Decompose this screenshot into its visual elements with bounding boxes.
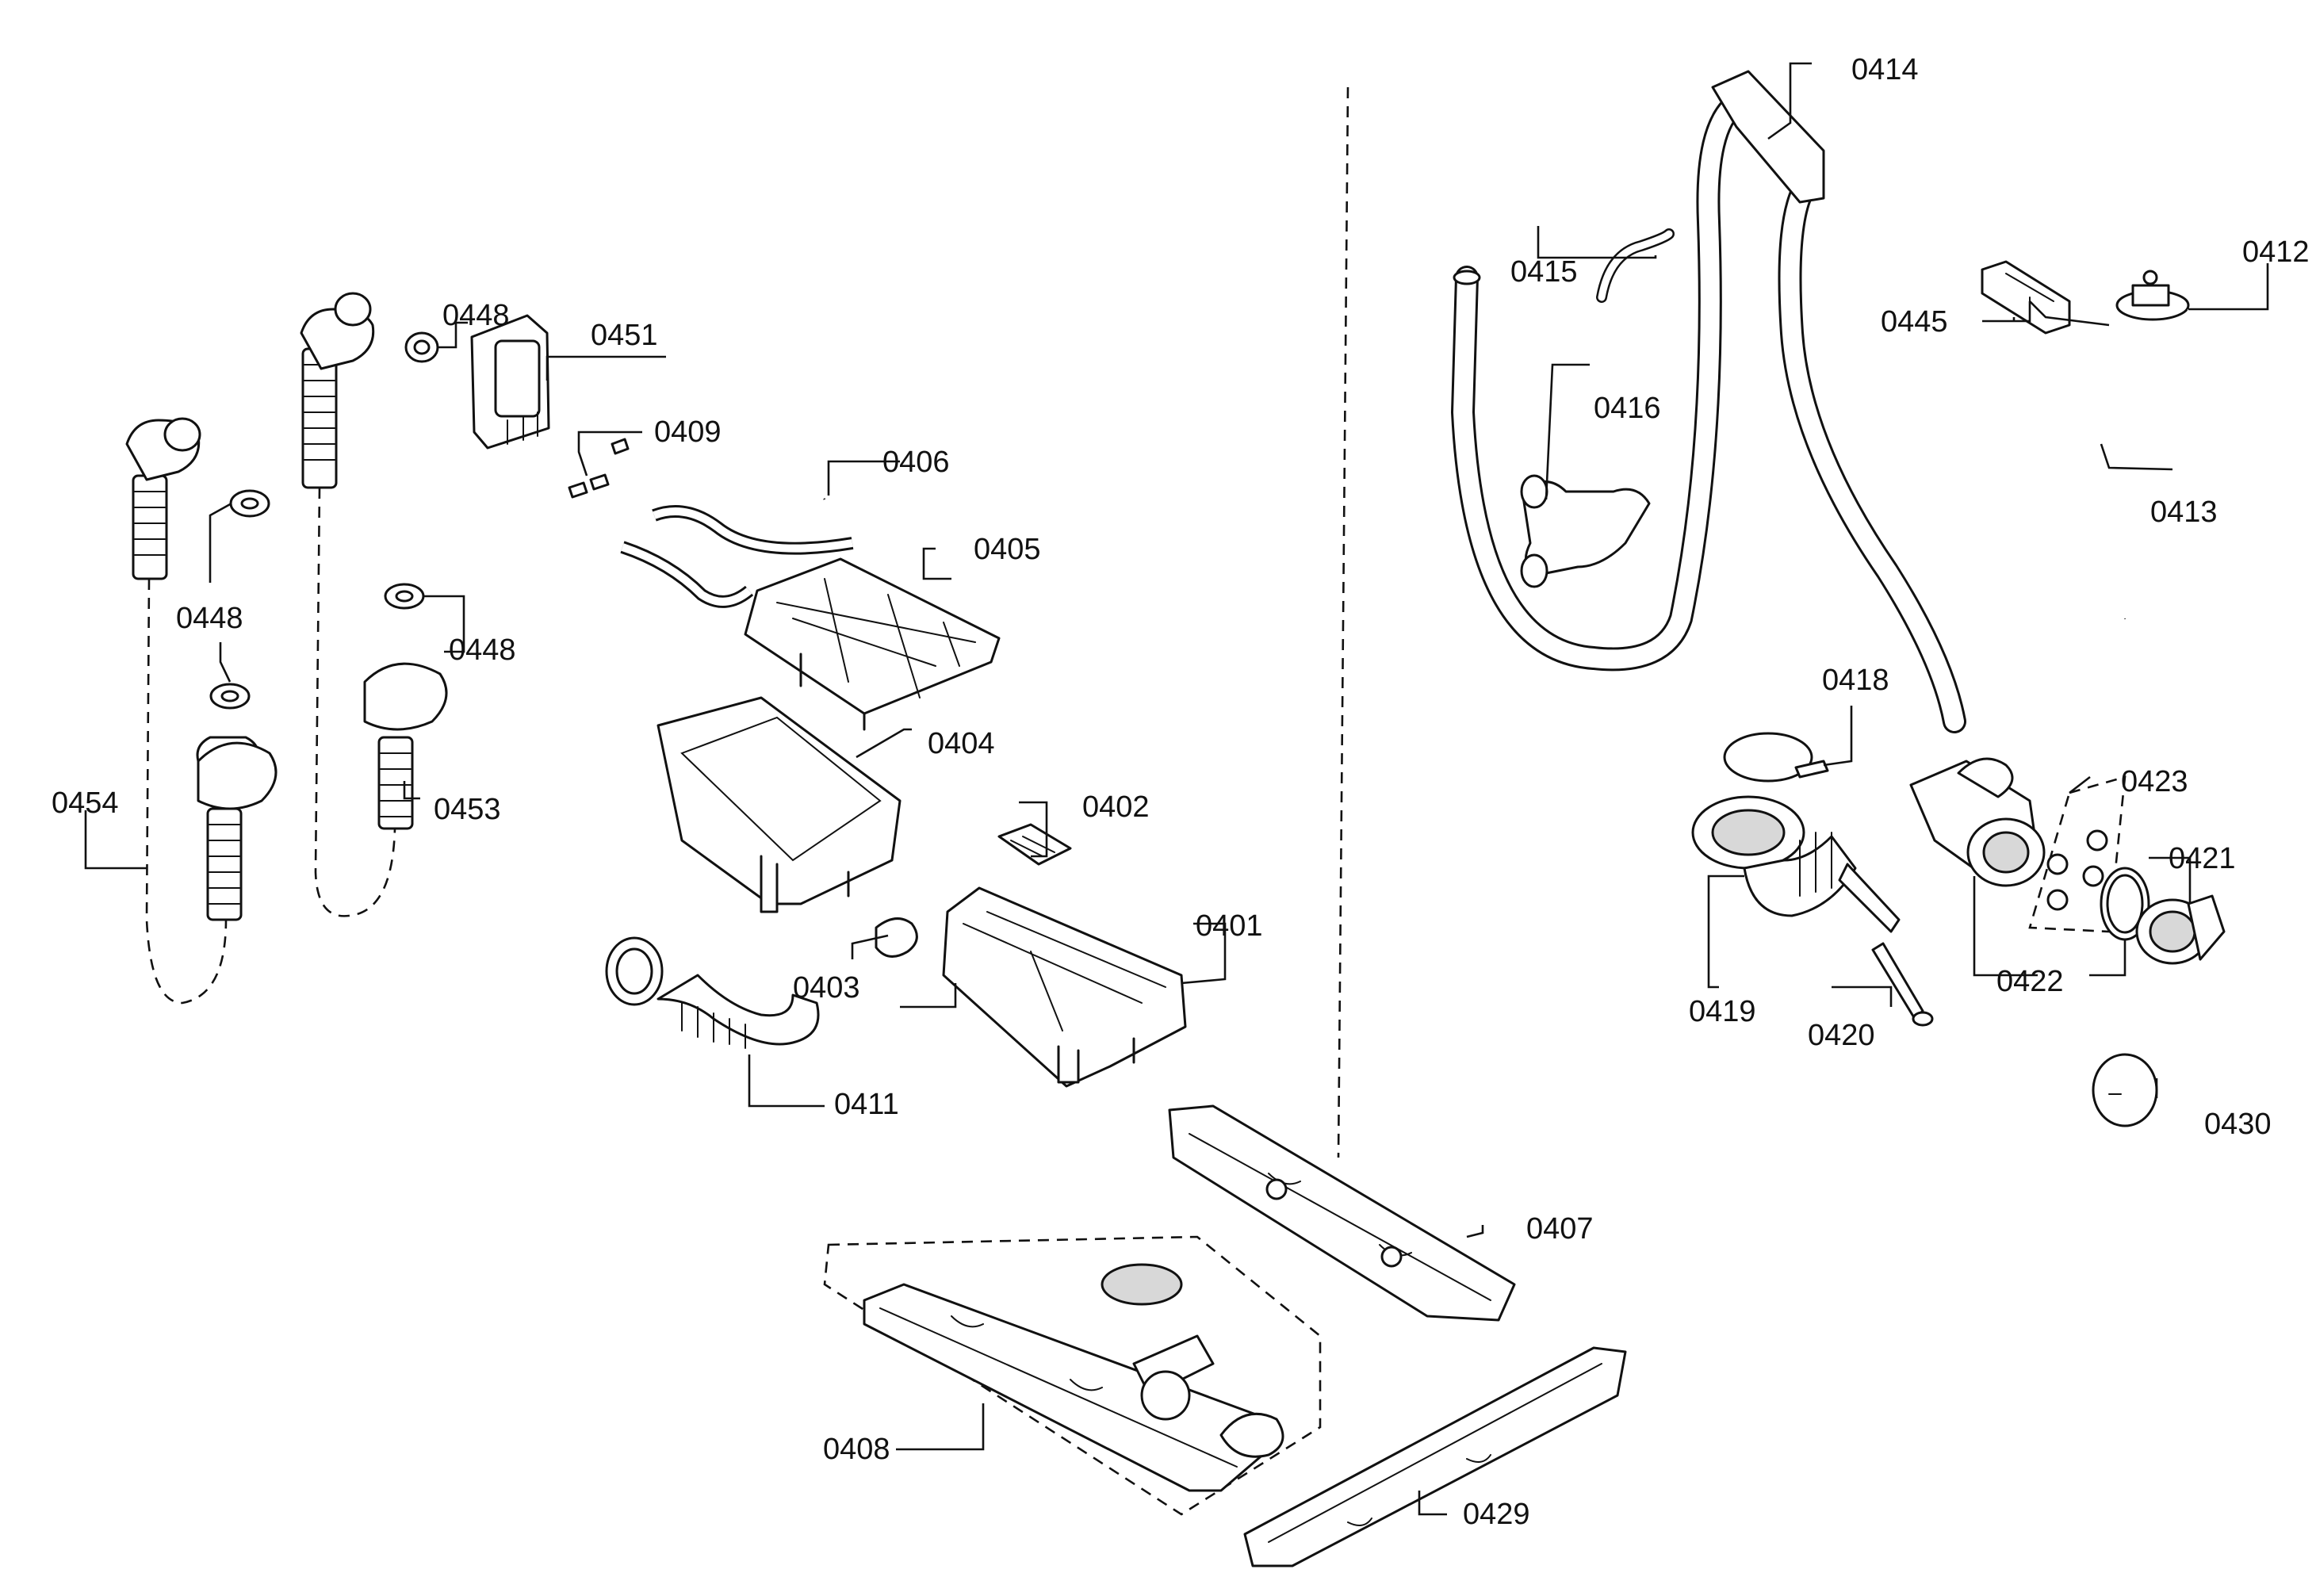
- rail-0407: [1168, 1104, 1516, 1322]
- label-0448-right: 0448: [449, 633, 516, 667]
- label-0414: 0414: [1851, 53, 1919, 86]
- label-0451: 0451: [591, 319, 658, 352]
- label-0402: 0402: [1082, 790, 1150, 824]
- label-0423: 0423: [2121, 765, 2188, 798]
- bellows-hose-0411: [605, 936, 820, 1049]
- inlet-valve-0451: [470, 314, 550, 450]
- label-0420: 0420: [1808, 1019, 1875, 1052]
- label-0406: 0406: [882, 446, 950, 479]
- seal-0421: [2100, 867, 2150, 941]
- hose-0415: [1596, 228, 1675, 303]
- dispenser-housing-0404: [657, 696, 902, 913]
- bracket-0402: [997, 823, 1072, 866]
- label-0445: 0445: [1881, 305, 1948, 339]
- label-0404: 0404: [928, 727, 995, 760]
- inlet-hose-0454: [125, 417, 278, 1005]
- label-0409: 0409: [654, 415, 722, 449]
- sump-hose-0419: [1691, 795, 1901, 933]
- label-0413: 0413: [2150, 496, 2218, 529]
- leader-lines: [84, 62, 2269, 1516]
- pressure-switch-0412: [2115, 270, 2190, 321]
- dispenser-drawer-0401: [942, 886, 1187, 1088]
- clamp-0418: [1723, 732, 1829, 783]
- label-0418: 0418: [1822, 664, 1889, 697]
- label-0401: 0401: [1196, 909, 1263, 943]
- screw-0420: [1871, 942, 1934, 1027]
- label-0416: 0416: [1594, 392, 1661, 425]
- rail-0429: [1243, 1346, 1627, 1567]
- drain-hose-0414: [1450, 70, 1966, 733]
- label-0415: 0415: [1510, 255, 1578, 289]
- drain-pump-0422: [1909, 757, 2046, 887]
- label-0448-top: 0448: [442, 299, 510, 332]
- hoses-0406: [620, 497, 854, 608]
- washers-0448: [209, 331, 439, 710]
- siphon-cap-0403: [875, 917, 918, 958]
- pressure-tube-0413: [2090, 308, 2198, 619]
- label-0448-left: 0448: [176, 602, 243, 635]
- label-0411: 0411: [834, 1088, 899, 1121]
- dispenser-cover-0405: [744, 557, 1001, 731]
- label-0454: 0454: [52, 787, 119, 820]
- label-0407: 0407: [1526, 1212, 1594, 1246]
- section-divider: [1337, 86, 1349, 1158]
- filter-0421: [2135, 894, 2226, 965]
- label-0422: 0422: [1996, 965, 2064, 998]
- tray-assembly-0408: [823, 1235, 1322, 1516]
- label-0453: 0453: [434, 793, 501, 826]
- clips-0409: [568, 438, 630, 499]
- label-0421: 0421: [2169, 842, 2236, 875]
- label-0429: 0429: [1463, 1498, 1530, 1531]
- label-0412: 0412: [2242, 235, 2310, 269]
- sensor-0445: [1981, 260, 2071, 335]
- label-0419: 0419: [1689, 995, 1756, 1028]
- label-0430: 0430: [2204, 1108, 2272, 1141]
- hose-bracket-0416: [1520, 474, 1651, 588]
- label-0408: 0408: [823, 1433, 890, 1466]
- label-0405: 0405: [974, 533, 1041, 566]
- cover-0430: [2092, 1053, 2158, 1127]
- label-0403: 0403: [793, 971, 860, 1005]
- inlet-hose-0453: [300, 292, 448, 917]
